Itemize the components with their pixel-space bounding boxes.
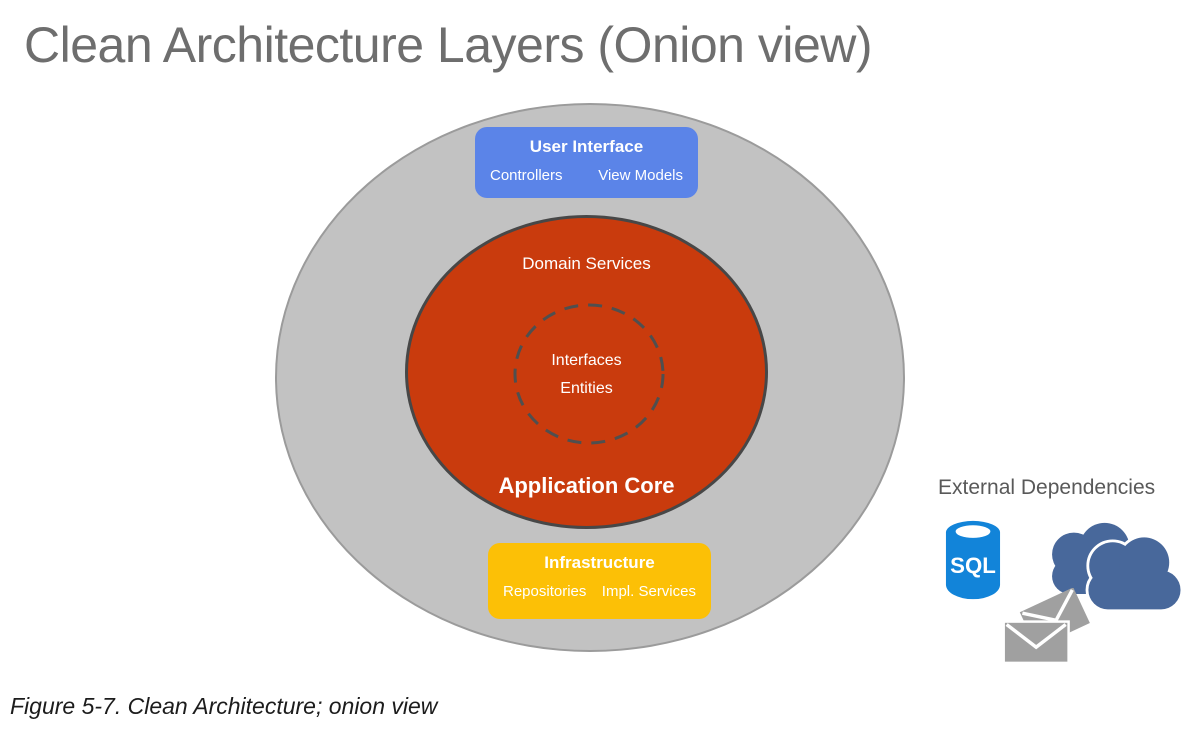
domain-services-label: Domain Services — [522, 254, 651, 273]
controllers-label: Controllers — [490, 167, 563, 184]
ui-layer-box: User Interface Controllers View Models — [475, 127, 698, 198]
interfaces-label: Interfaces — [551, 352, 622, 369]
view-models-label: View Models — [598, 167, 683, 184]
inner-dashed-circle — [513, 303, 665, 445]
application-core-label: Application Core — [498, 473, 675, 498]
clouds-icon — [1052, 522, 1184, 613]
front-cloud — [1088, 537, 1181, 610]
infrastructure-box: Infrastructure Repositories Impl. Servic… — [488, 543, 711, 619]
application-core-circle — [405, 215, 768, 529]
page-title: Clean Architecture Layers (Onion view) — [24, 17, 873, 73]
impl-services-label: Impl. Services — [601, 583, 696, 600]
ui-layer-title: User Interface — [529, 137, 644, 156]
front-envelope — [1002, 620, 1070, 665]
sql-icon-label: SQL — [950, 553, 996, 578]
sql-database-icon: SQL — [945, 520, 1001, 600]
repositories-label: Repositories — [503, 583, 587, 600]
external-dependencies-label: External Dependencies — [938, 476, 1156, 499]
infrastructure-title: Infrastructure — [544, 553, 655, 572]
mail-envelopes-icon — [1002, 588, 1090, 665]
entities-label: Entities — [560, 380, 613, 397]
figure-caption: Figure 5-7. Clean Architecture; onion vi… — [10, 693, 438, 719]
